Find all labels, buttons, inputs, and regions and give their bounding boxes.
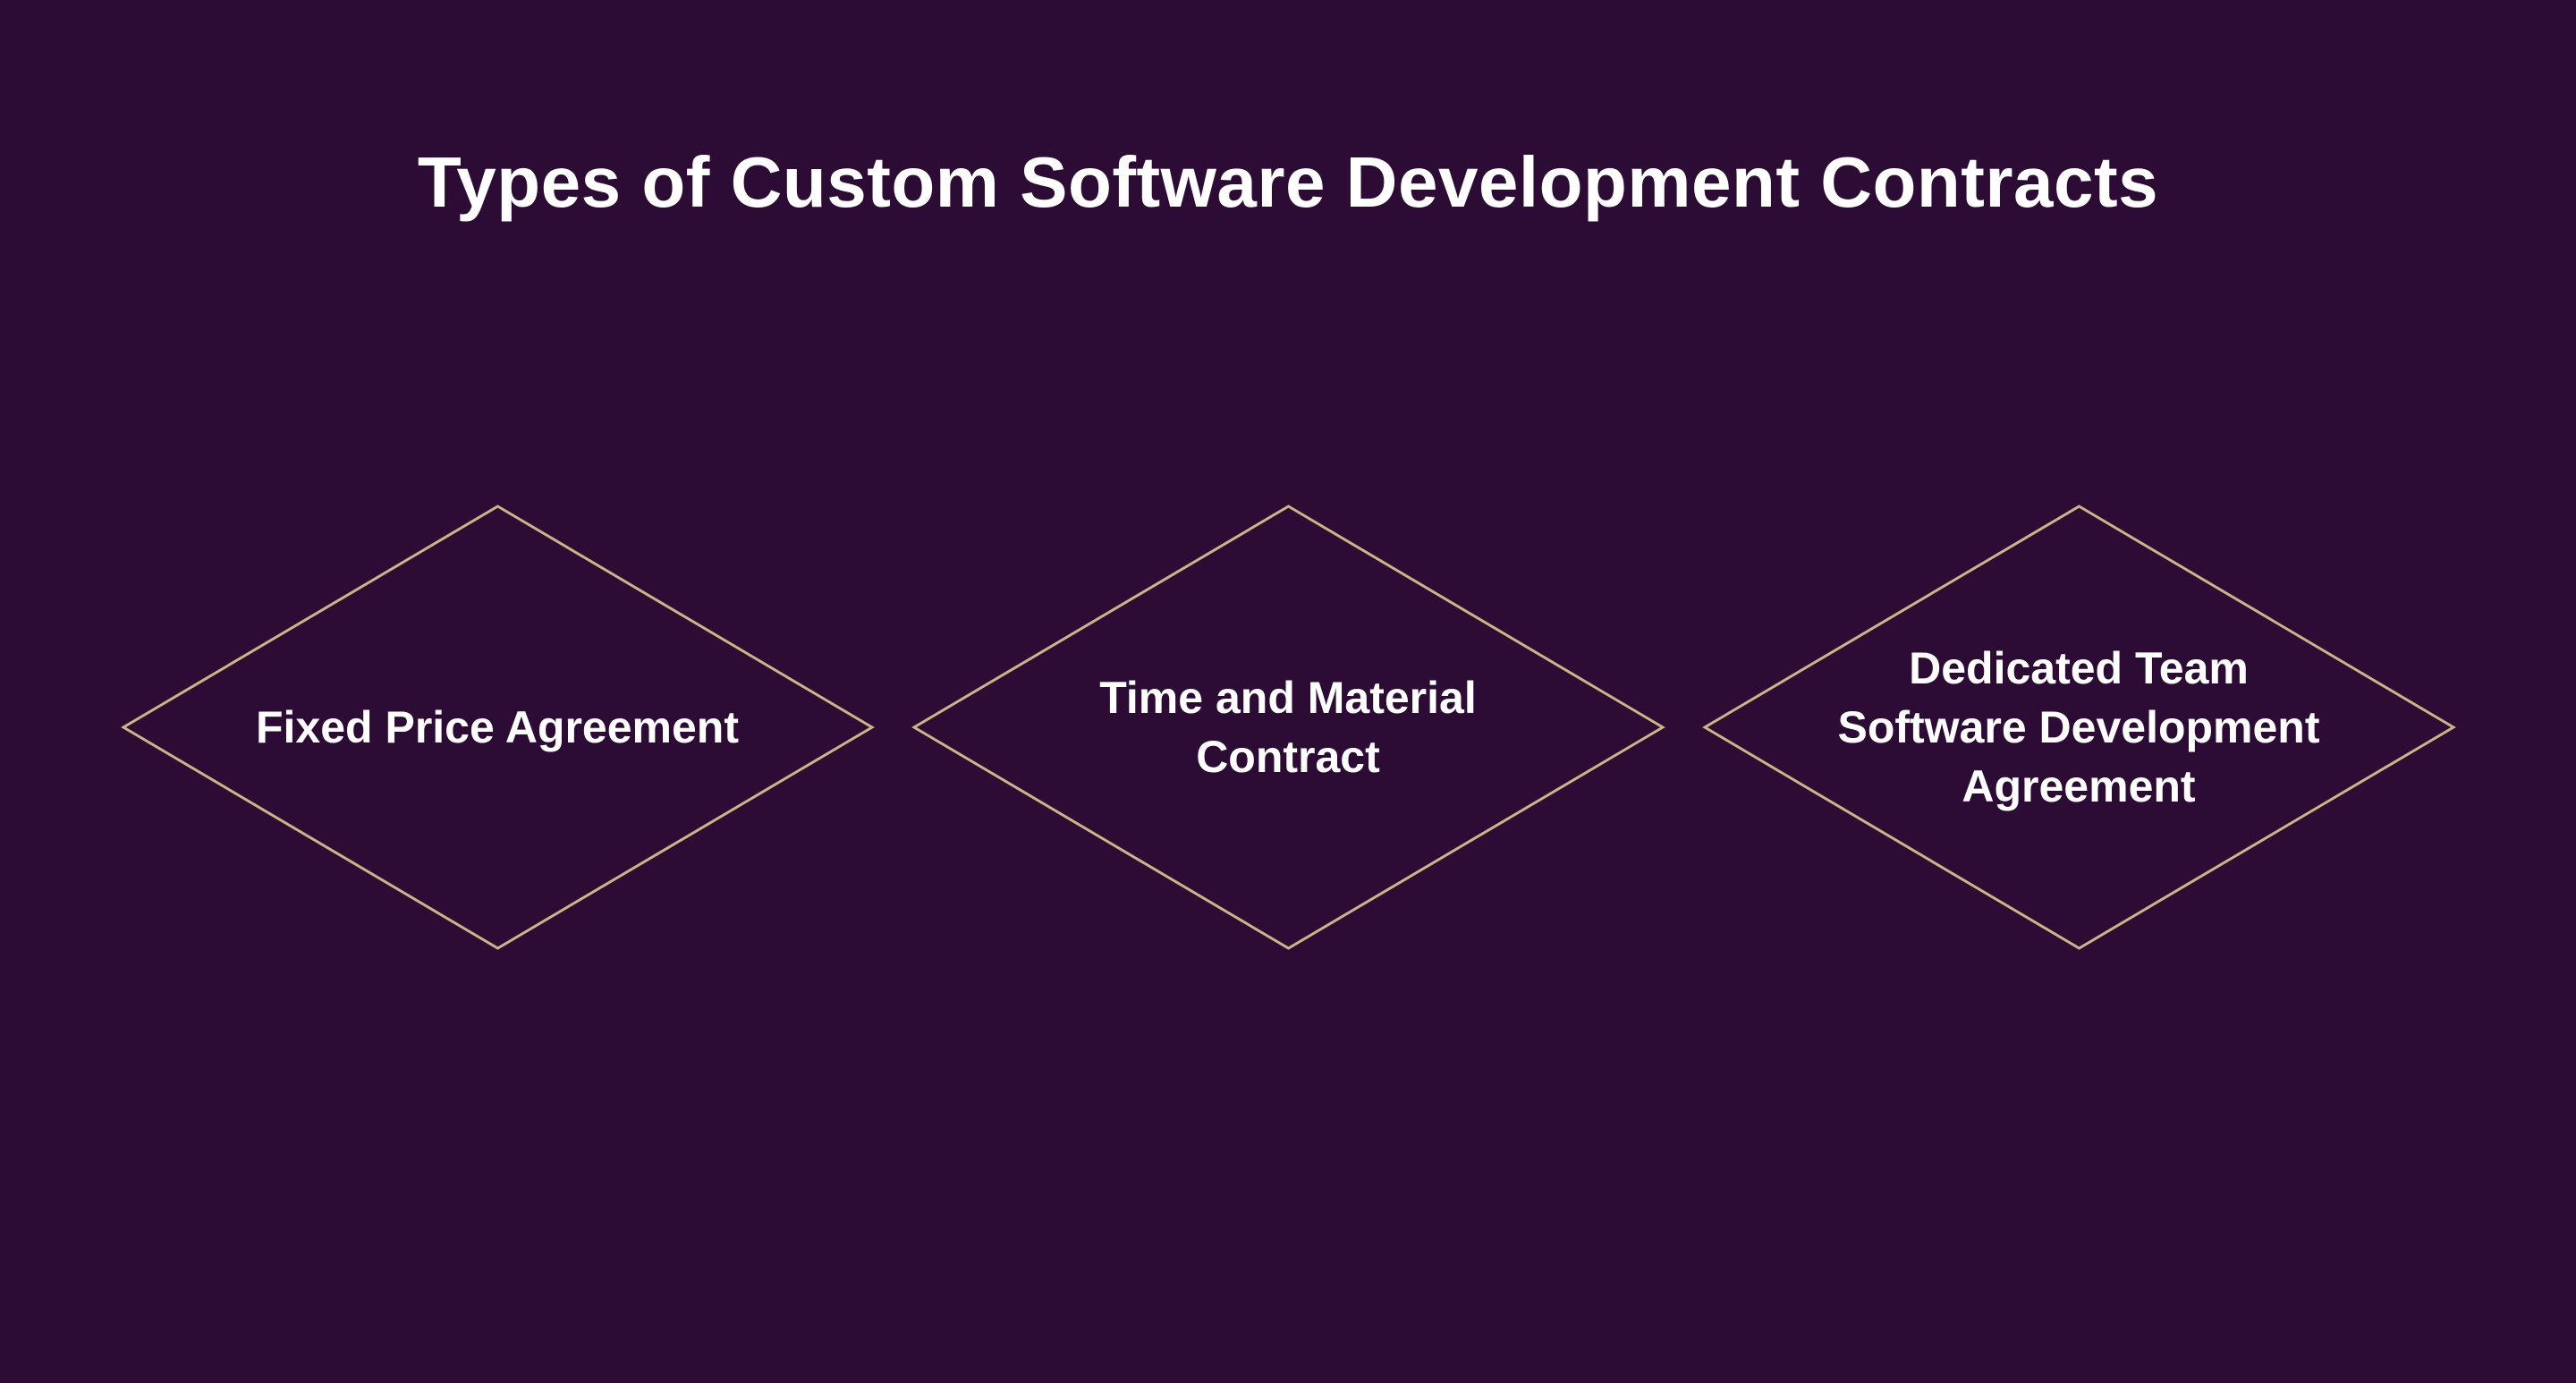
diamond-outline: [1701, 505, 2456, 950]
diamond-fixed-price: Fixed Price Agreement: [120, 504, 875, 951]
diamond-label-fixed-price: Fixed Price Agreement: [255, 702, 739, 752]
diamond-outline: [120, 505, 875, 950]
diamond-label-time-and-material: Time and Material Contract: [1099, 673, 1477, 782]
diamond-outline: [911, 505, 1665, 950]
diamond-outline-shape: [1701, 505, 2456, 950]
diamond-dedicated-team: Dedicated Team Software Development Agre…: [1701, 504, 2456, 951]
diamond-outline-shape: [120, 505, 875, 950]
diamonds-row: Fixed Price Agreement Time and Material …: [0, 504, 2576, 951]
diamond-time-and-material: Time and Material Contract: [911, 504, 1665, 951]
diamond-label-dedicated-team: Dedicated Team Software Development Agre…: [1837, 643, 2320, 811]
page-title: Types of Custom Software Development Con…: [417, 142, 2159, 222]
diamond-outline-shape: [911, 505, 1665, 950]
